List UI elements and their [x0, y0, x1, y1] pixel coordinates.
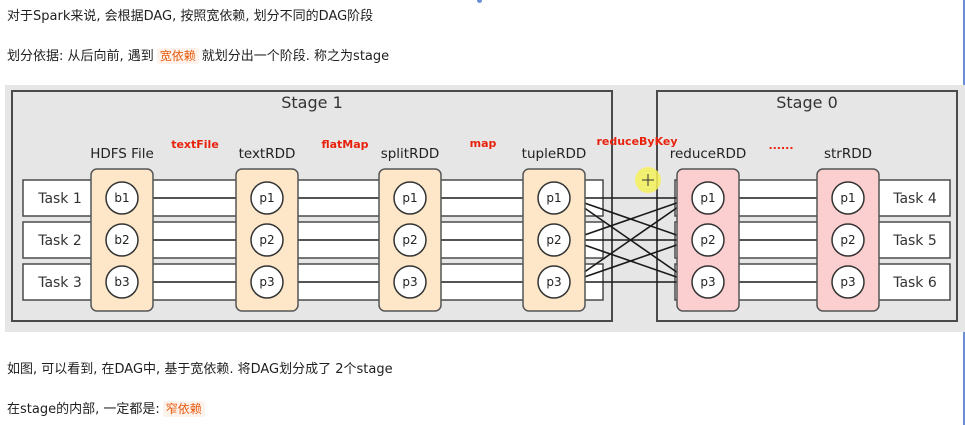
operator-label: flatMap — [321, 138, 368, 151]
partition-node — [105, 265, 139, 299]
partition-label: p3 — [700, 275, 715, 289]
rdd-name: HDFS File — [90, 146, 154, 162]
partition-node — [250, 181, 284, 215]
partition-label: p3 — [840, 275, 855, 289]
partition-node — [393, 181, 427, 215]
partition-label: b3 — [114, 275, 129, 289]
partition-node — [537, 265, 571, 299]
partition-label: p1 — [259, 191, 274, 205]
rdd-name: splitRDD — [381, 146, 440, 162]
partition-node — [393, 265, 427, 299]
partition-label: p1 — [402, 191, 417, 205]
partition-node — [250, 265, 284, 299]
task-label-left-1: Task 1 — [37, 191, 82, 207]
partition-node — [691, 223, 725, 257]
paragraph-2-suffix: 就划分出一个阶段. 称之为stage — [201, 49, 390, 64]
partition-node — [691, 181, 725, 215]
stage-0-box — [656, 90, 958, 322]
shuffle-dependency-arrow — [569, 197, 692, 283]
partition-label: p2 — [840, 233, 855, 247]
partition-node — [537, 181, 571, 215]
paragraph-2: 划分依据: 从后向前, 遇到宽依赖就划分出一个阶段. 称之为stage — [7, 48, 389, 65]
partition-label: p3 — [259, 275, 274, 289]
operator-label: reduceByKey — [596, 135, 677, 148]
rdd-name: tupleRDD — [522, 146, 587, 162]
paragraph-4-prefix: 在stage的内部, 一定都是: — [7, 402, 160, 417]
operator-label: textFile — [171, 138, 219, 151]
paragraph-3: 如图, 可以看到, 在DAG中, 基于宽依赖. 将DAG划分成了 2个stage — [7, 362, 393, 377]
operator-label: ...... — [768, 139, 793, 152]
task-label-right-1: Task 4 — [892, 191, 937, 207]
partition-label: p2 — [402, 233, 417, 247]
stage-1-title: Stage 1 — [281, 93, 343, 112]
resize-handle-top[interactable] — [477, 0, 482, 3]
partition-label: p2 — [700, 233, 715, 247]
partition-label: p1 — [700, 191, 715, 205]
partition-node — [831, 181, 865, 215]
partition-node — [105, 181, 139, 215]
partition-label: p1 — [840, 191, 855, 205]
task-label-left-3: Task 3 — [37, 275, 82, 291]
spark-stage-diagram: Stage 1 Stage 0 Task 1 Task 2 Task 3 Task 4 Ta… — [5, 85, 965, 332]
paragraph-2-prefix: 划分依据: 从后向前, 遇到 — [7, 49, 154, 64]
shuffle-dependency-arrow — [569, 196, 692, 241]
paragraph-1: 对于Spark来说, 会根据DAG, 按照宽依赖, 划分不同的DAG阶段 — [7, 9, 374, 24]
partition-label: p1 — [546, 191, 561, 205]
partition-label: p3 — [402, 275, 417, 289]
partition-node — [831, 265, 865, 299]
partition-label: b1 — [114, 191, 129, 205]
partition-label: p2 — [259, 233, 274, 247]
rdd-name: strRDD — [824, 146, 872, 162]
partition-node — [393, 223, 427, 257]
partition-node — [250, 223, 284, 257]
operator-label: map — [470, 137, 497, 150]
paragraph-4: 在stage的内部, 一定都是:窄依赖 — [7, 401, 208, 418]
partition-node — [831, 223, 865, 257]
partition-label: b2 — [114, 233, 129, 247]
narrow-dependency-highlight: 窄依赖 — [162, 401, 205, 417]
rdd-name: textRDD — [239, 146, 296, 162]
stage-0-title: Stage 0 — [776, 93, 838, 112]
shuffle-dependency-arrow — [569, 238, 692, 283]
wide-dependency-highlight: 宽依赖 — [156, 48, 199, 64]
partition-node — [105, 223, 139, 257]
task-label-right-2: Task 5 — [892, 233, 937, 249]
stage-1-box — [11, 90, 613, 322]
task-label-right-3: Task 6 — [892, 275, 937, 291]
partition-label: p2 — [546, 233, 561, 247]
task-label-left-2: Task 2 — [37, 233, 82, 249]
partition-node — [537, 223, 571, 257]
rdd-name: reduceRDD — [670, 146, 747, 162]
partition-label: p3 — [546, 275, 561, 289]
partition-node — [691, 265, 725, 299]
